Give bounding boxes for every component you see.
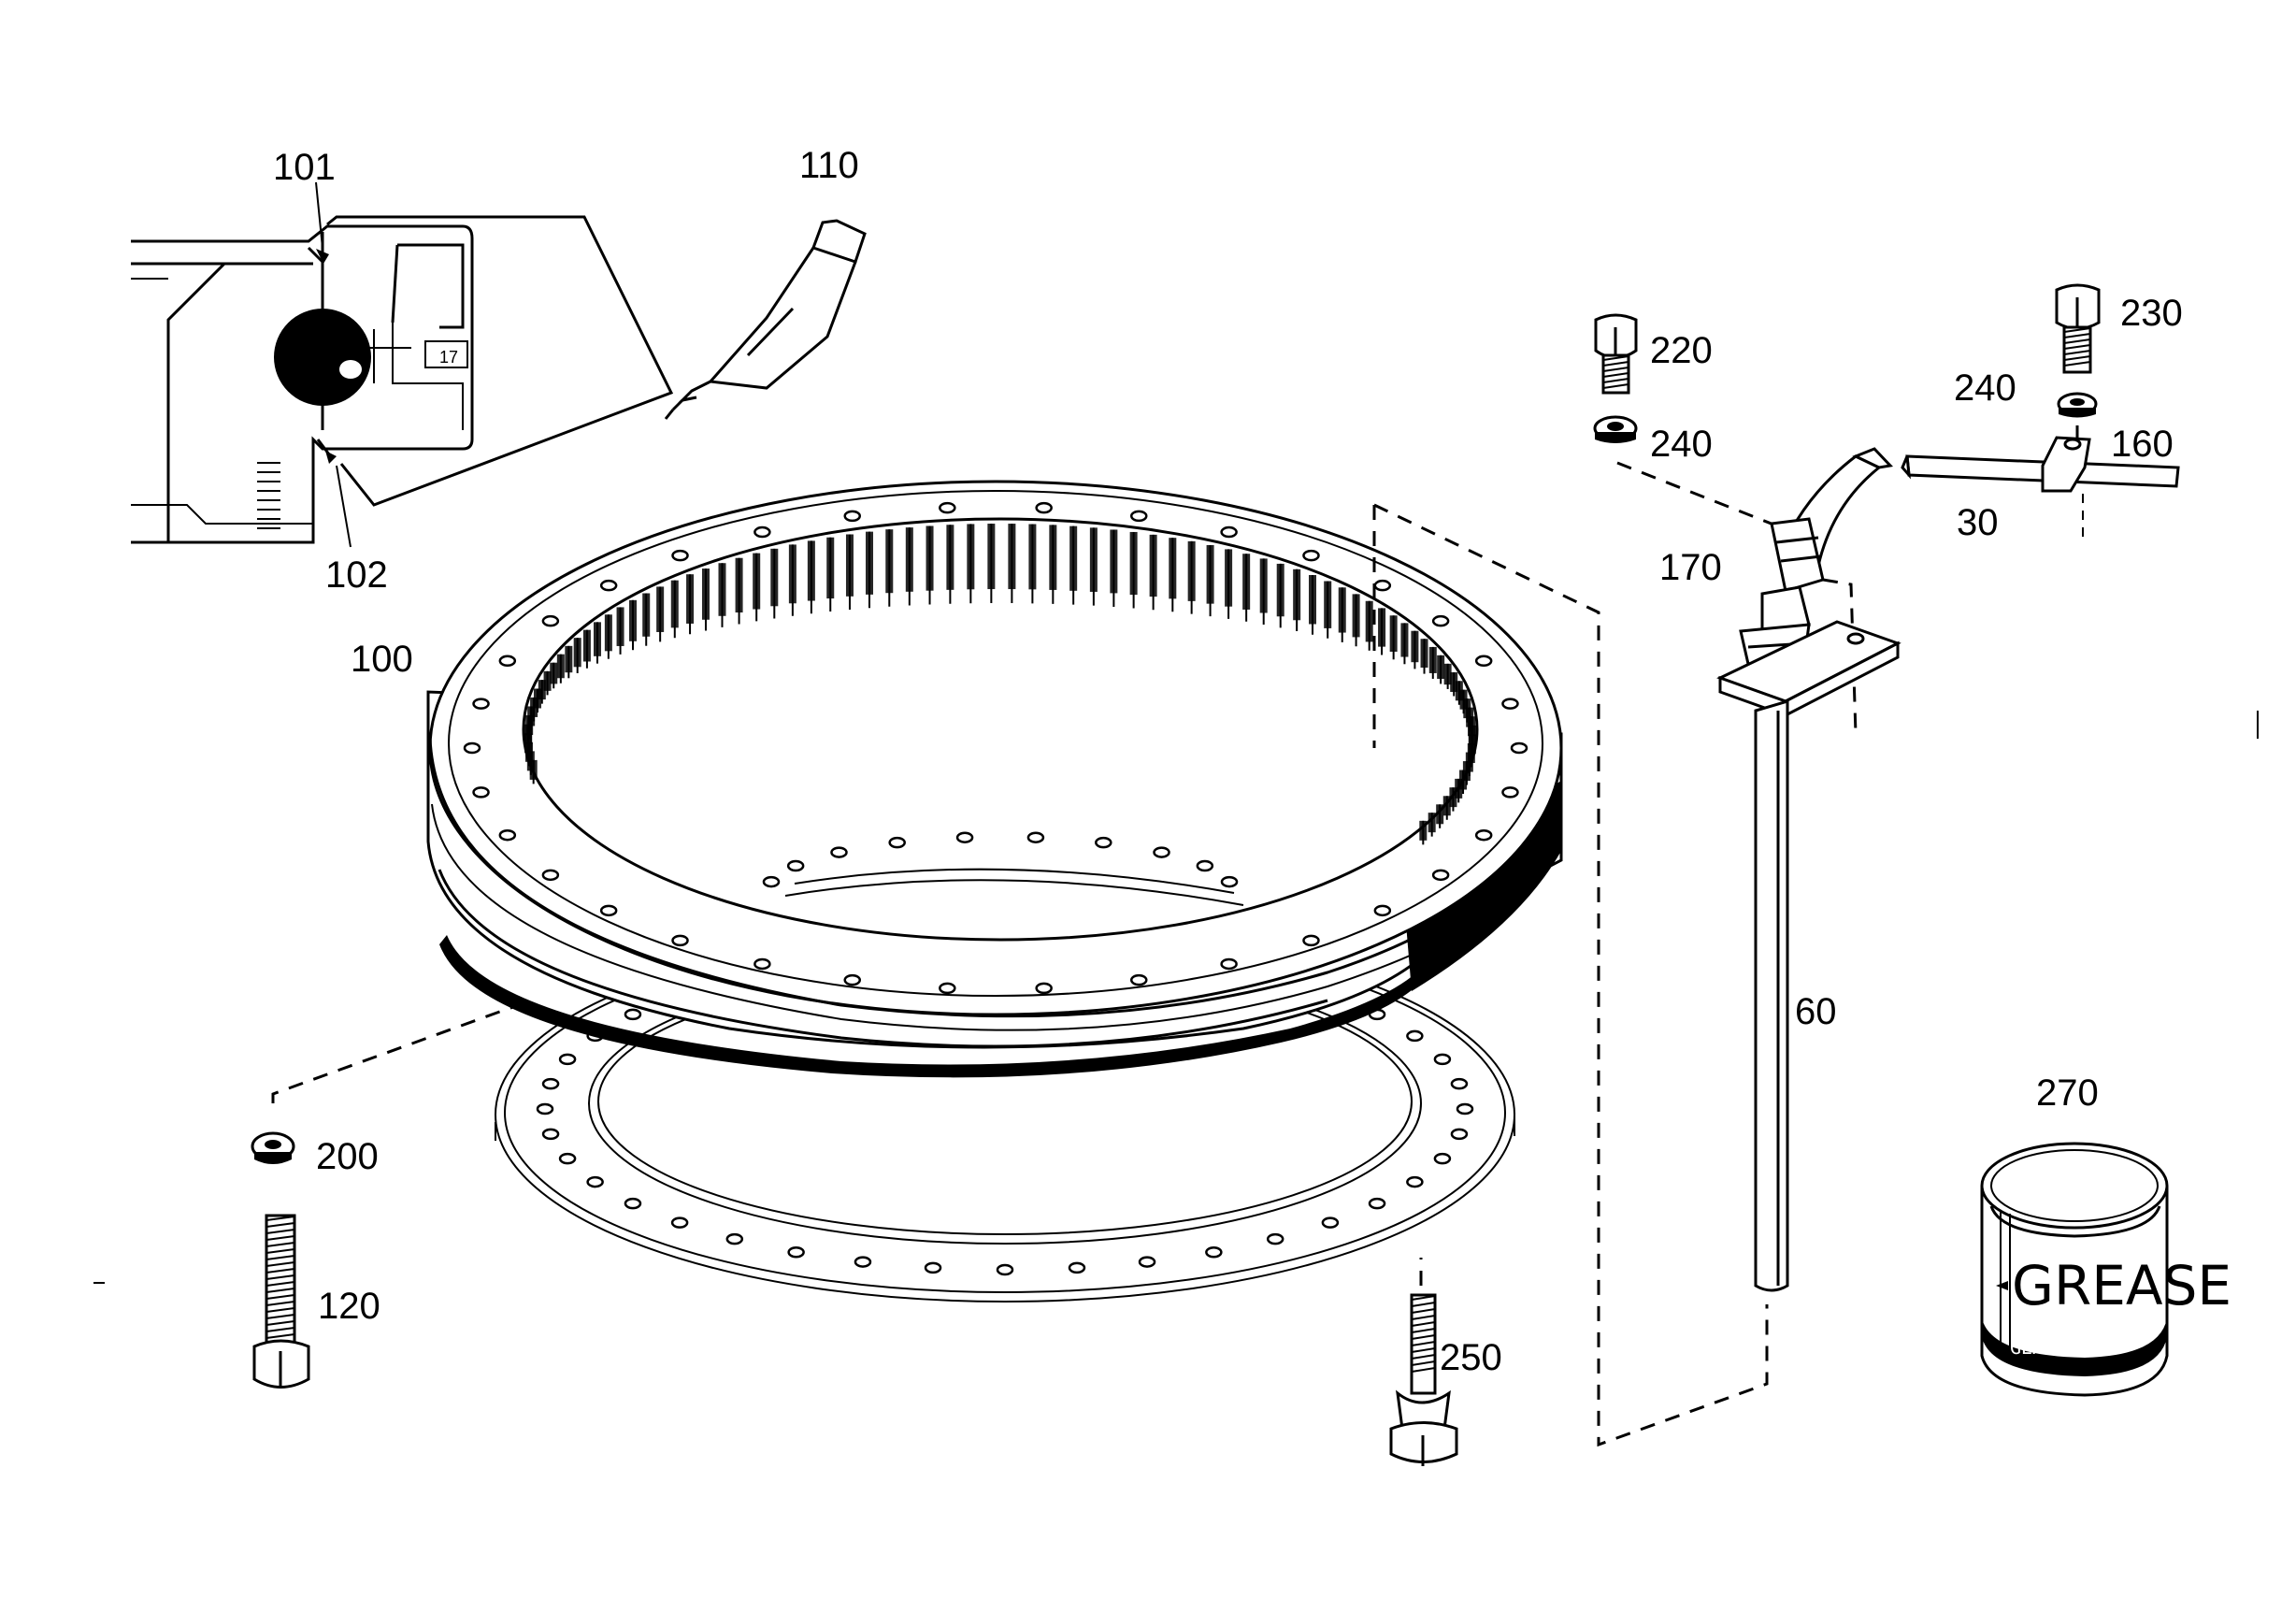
callout-220: 220 xyxy=(1650,330,1713,371)
leader-240-left xyxy=(1616,461,1796,535)
bolt-250 xyxy=(1389,1293,1458,1466)
washer-240-left xyxy=(1593,415,1638,443)
slewing-ring-100 xyxy=(426,480,1563,1078)
bolt-230 xyxy=(2055,283,2101,374)
callout-120: 120 xyxy=(318,1286,380,1327)
leader-160-pipe xyxy=(1822,578,1858,735)
callout-60: 60 xyxy=(1795,991,1837,1032)
bar-30-clamp-160 xyxy=(1901,425,2180,542)
callout-labels: 101 110 102 100 220 240 230 240 160 30 1… xyxy=(273,145,2183,1378)
grease-can-sublabel: GEAHESA xyxy=(2010,1336,2088,1359)
gear-teeth xyxy=(524,524,1476,845)
leader-200 xyxy=(271,1003,520,1103)
bolt-120 xyxy=(252,1214,310,1389)
callout-170: 170 xyxy=(1659,547,1722,588)
assembly-dashed-frame xyxy=(1372,503,1769,1447)
callout-160: 160 xyxy=(2111,424,2174,465)
callout-101: 101 xyxy=(273,147,336,188)
inset-hatching xyxy=(257,462,280,529)
lube-pipe-170 xyxy=(1716,447,1901,1292)
callout-102: 102 xyxy=(325,554,388,596)
detail-small-text: 17 xyxy=(439,348,458,367)
callout-110: 110 xyxy=(799,145,859,186)
washer-200 xyxy=(251,1131,295,1164)
ring-bolt-holes xyxy=(463,501,1528,995)
callout-230: 230 xyxy=(2120,293,2183,334)
grease-can-270: GREASE GEAHESA xyxy=(1980,1142,2231,1397)
bolt-220-thread xyxy=(1602,355,1629,389)
inner-ring-holes xyxy=(762,831,1239,888)
bearing-detail-inset: 17 xyxy=(131,181,674,548)
bolt-120-thread xyxy=(265,1216,295,1339)
callout-240-left: 240 xyxy=(1650,424,1713,465)
callout-100: 100 xyxy=(351,639,413,680)
callout-250: 250 xyxy=(1440,1337,1502,1378)
grease-gun-110 xyxy=(664,219,867,420)
bolt-230-thread xyxy=(2063,327,2091,367)
bolt-220 xyxy=(1594,313,1638,395)
callout-270: 270 xyxy=(2036,1072,2099,1114)
callout-30: 30 xyxy=(1957,502,1999,543)
bearing-ball xyxy=(274,309,371,406)
callout-240-right: 240 xyxy=(1954,367,2016,409)
washer-240-right xyxy=(2057,392,2098,418)
callout-200: 200 xyxy=(316,1136,379,1177)
grease-can-label: GREASE xyxy=(2012,1254,2231,1317)
bolt-250-thread xyxy=(1411,1295,1436,1373)
